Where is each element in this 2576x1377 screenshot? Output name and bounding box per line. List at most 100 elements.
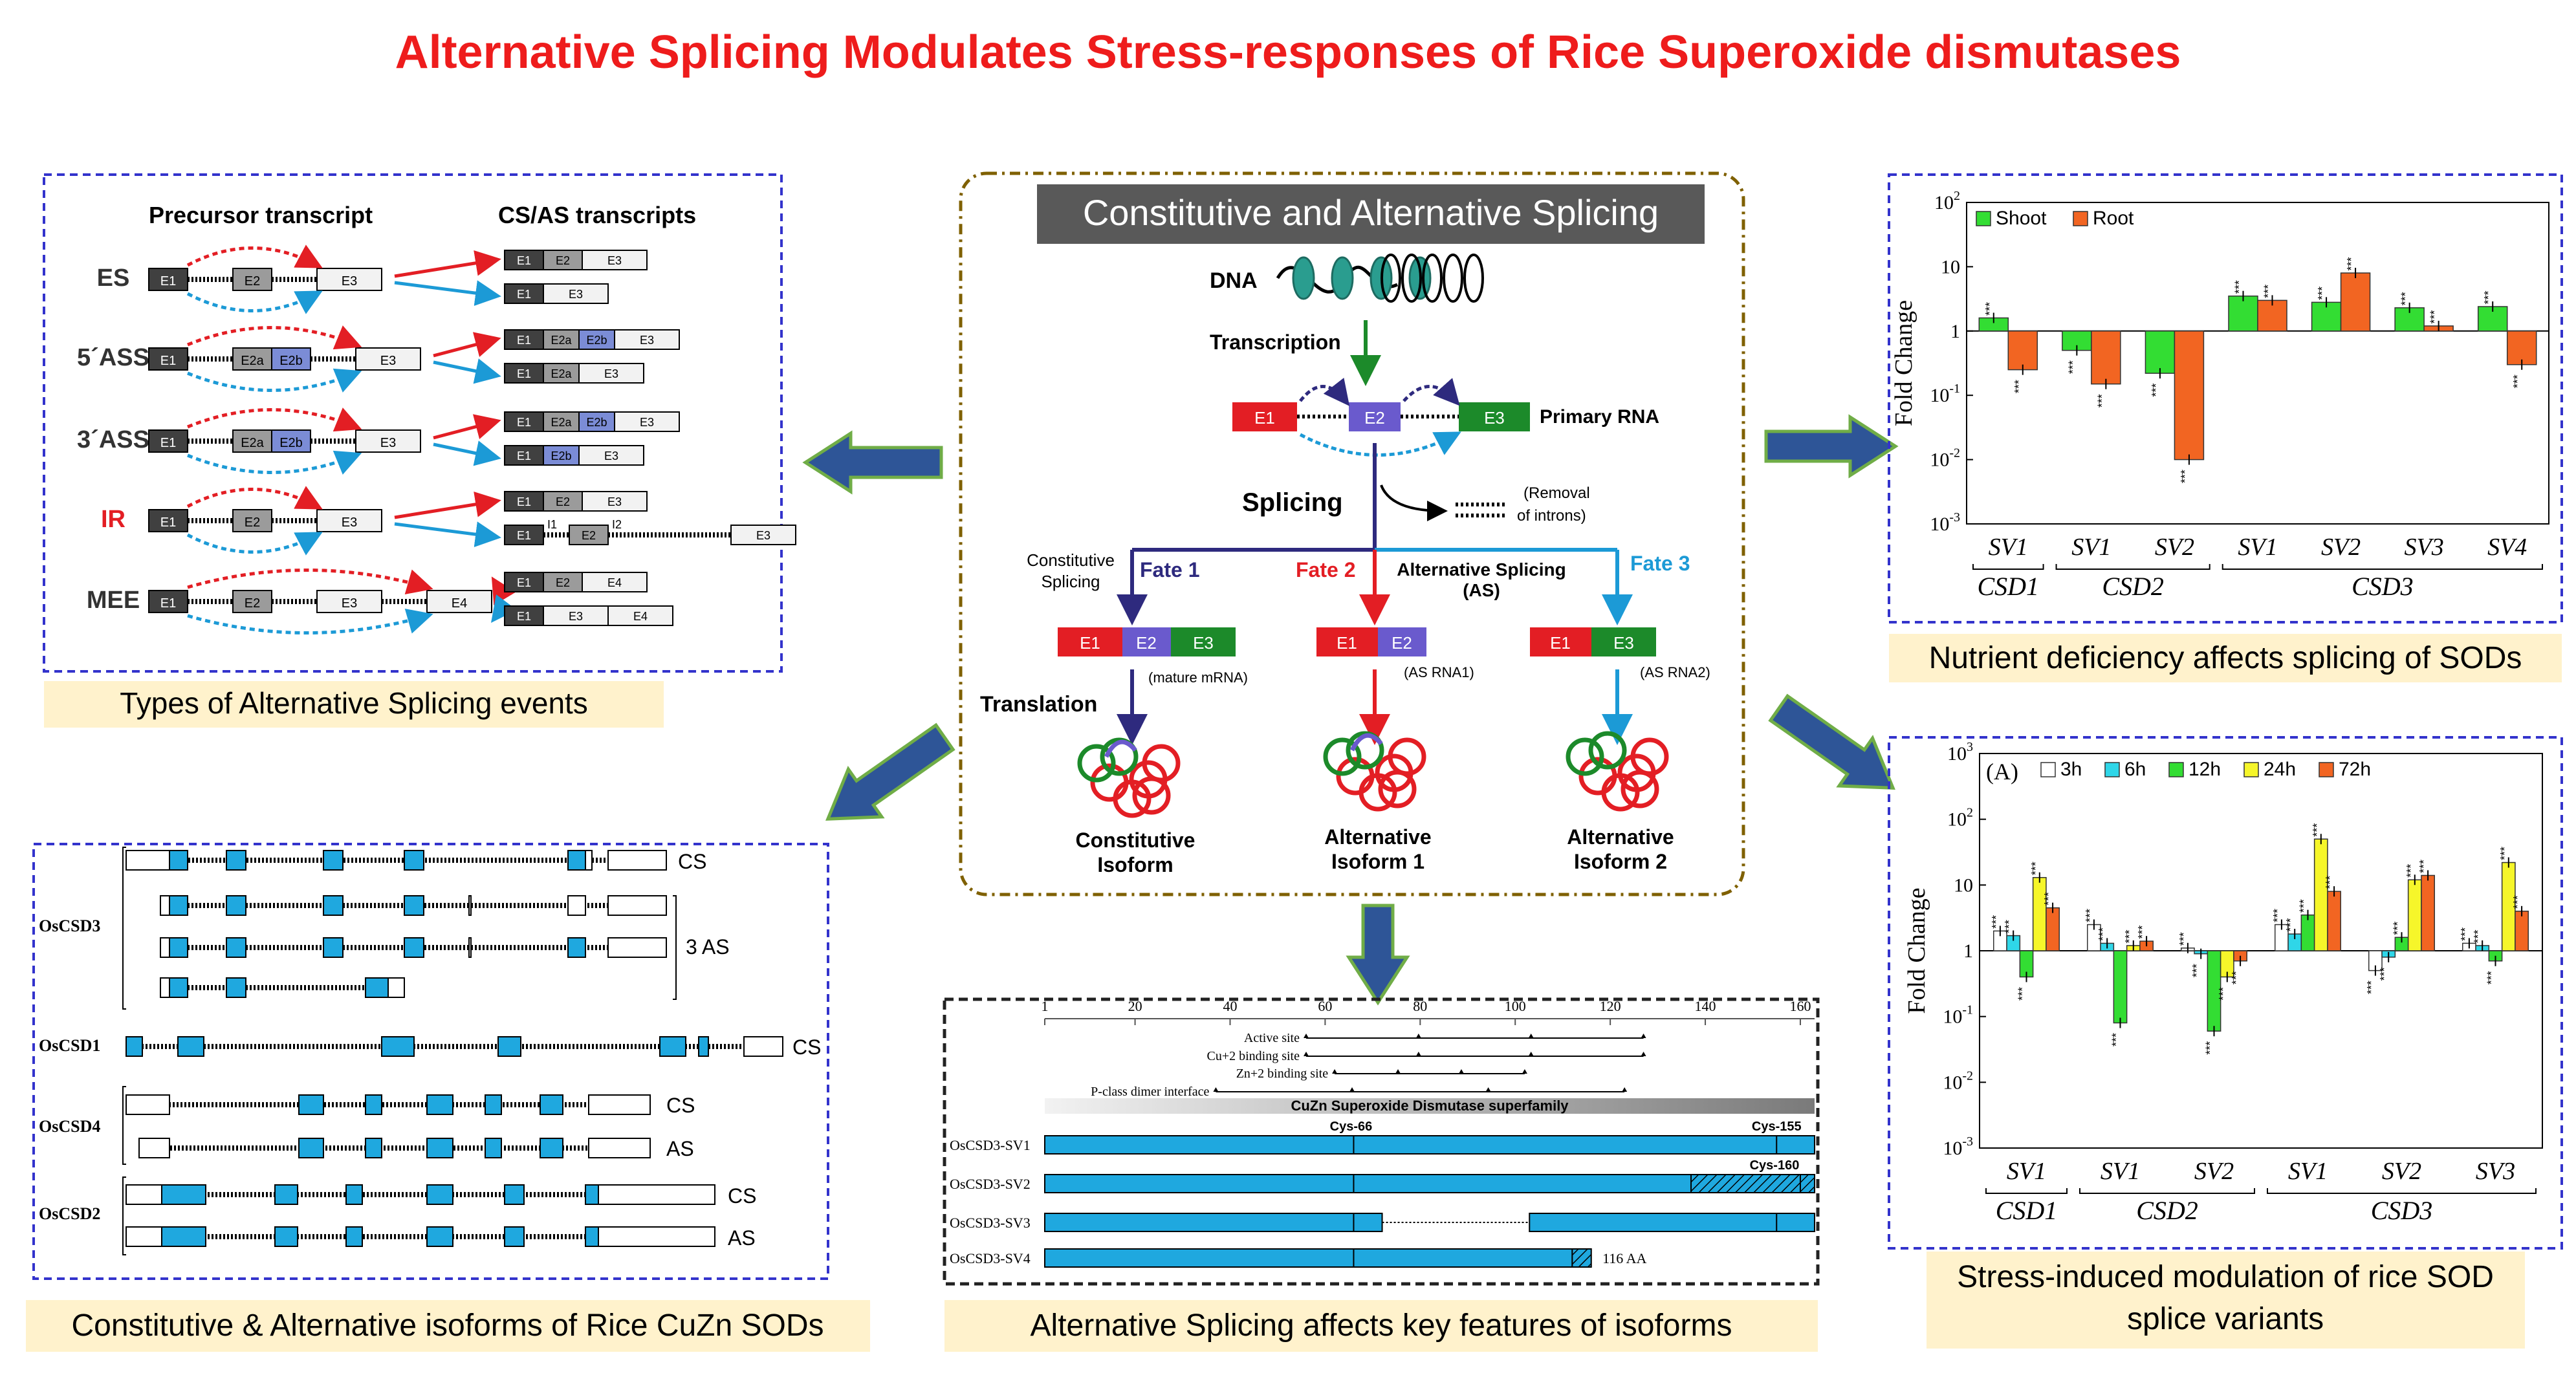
exon-label: E2	[245, 274, 260, 288]
cs-label: CS	[666, 1094, 695, 1117]
exon-label: E2	[556, 495, 570, 508]
helix-coil	[1292, 256, 1315, 300]
significance-mark: ***	[2230, 971, 2243, 984]
center-panel: Constitutive and Alternative Splicing DN…	[959, 171, 1745, 896]
x-tick-label: SV1	[2007, 1158, 2046, 1185]
y-tick-label: 10-1	[1943, 1003, 1973, 1028]
feature-label: P-class dimer interface	[1091, 1085, 1209, 1099]
output-arrow	[433, 414, 501, 440]
significance-mark: ***	[2324, 876, 2337, 889]
exon-box	[316, 509, 382, 532]
exon-label: E3	[607, 495, 622, 508]
significance-mark: ***	[2498, 847, 2511, 860]
cs-label: CS	[728, 1184, 756, 1208]
center-header-box	[1037, 184, 1705, 244]
feature-label: Zn+2 binding site	[1236, 1067, 1329, 1081]
exon-label: E3	[380, 436, 396, 450]
x-tick-label: SV2	[2194, 1158, 2234, 1185]
as-types-caption-box	[44, 681, 664, 728]
gene-name: OsCSD3	[39, 916, 100, 935]
significance-mark: ***	[2179, 470, 2192, 483]
exon-label: E3	[342, 596, 357, 611]
protein-loop	[1349, 733, 1383, 752]
exon-box	[345, 1184, 363, 1205]
exon-box	[543, 491, 583, 512]
exon-box	[381, 1036, 415, 1057]
exon-box	[743, 1036, 783, 1057]
exon-label: E2	[245, 515, 260, 530]
feature-mark	[1528, 1052, 1534, 1056]
exp: 2	[1954, 189, 1960, 203]
arrows	[802, 414, 1899, 1006]
bar	[2113, 950, 2128, 1024]
feature-mark	[1415, 1052, 1421, 1056]
significance-mark: ***	[2298, 899, 2311, 913]
bar	[2145, 331, 2176, 374]
y-tick-label: 103	[1947, 740, 1973, 764]
significance-mark: ***	[2345, 257, 2358, 271]
mature-mrna: E1 E2 E3	[1058, 627, 1236, 656]
bar	[2174, 331, 2205, 461]
as-type-label: IR	[101, 506, 126, 533]
feature-mark	[1641, 1052, 1646, 1056]
splicing-label: Splicing	[1242, 488, 1343, 517]
significance-mark: ***	[2316, 287, 2329, 300]
significance-mark: ***	[2013, 380, 2025, 393]
exon-label: E1	[517, 495, 531, 508]
exon-box	[126, 1036, 143, 1057]
exon-box	[226, 977, 246, 998]
gene-name: OsCSD2	[39, 1204, 100, 1223]
chart2-caption-box	[1927, 1252, 2525, 1349]
as-label: 3 AS	[686, 935, 730, 959]
exon-label: E1	[517, 288, 531, 301]
helix-coil	[1331, 256, 1354, 300]
legend-label: Root	[2093, 208, 2134, 229]
exon-box	[426, 1184, 453, 1205]
significance-mark: ***	[2399, 292, 2412, 305]
exon-label: E3	[640, 334, 654, 347]
exon-label: E2	[556, 254, 570, 267]
exon-box	[698, 1036, 709, 1057]
splice-arc	[186, 532, 323, 556]
features-caption-box	[944, 1300, 1818, 1352]
significance-mark: ***	[2016, 987, 2029, 1001]
exon-box	[169, 937, 188, 958]
as-type-label: MEE	[87, 587, 140, 614]
variant-bar	[1044, 1135, 1815, 1155]
significance-mark: ***	[1983, 302, 1996, 316]
exon-box	[504, 445, 544, 466]
group-label: CSD1	[1977, 572, 2039, 601]
svg-text:E2: E2	[1136, 633, 1157, 653]
exon-box	[232, 590, 272, 613]
significance-mark: ***	[2511, 895, 2524, 909]
exon-label: E3	[640, 416, 654, 429]
fate2-label: Fate 2	[1296, 558, 1355, 581]
feature-mark	[1622, 1087, 1628, 1092]
svg-text:E1: E1	[1080, 633, 1100, 653]
exon-box	[126, 1184, 162, 1205]
group-label: CSD2	[2102, 572, 2164, 601]
exon-label: E3	[607, 254, 622, 267]
helix-coil	[1401, 254, 1422, 303]
exp: 3	[1967, 740, 1973, 754]
variant-bar	[1044, 1213, 1383, 1232]
variant-label: OsCSD3-SV3	[950, 1215, 1031, 1231]
significance-mark: ***	[2190, 964, 2203, 977]
feature-mark	[1332, 1069, 1338, 1074]
exon-label: E1	[517, 367, 531, 380]
splice-arc	[187, 407, 362, 432]
exon-box	[585, 850, 593, 871]
svg-text:E1: E1	[1337, 633, 1357, 653]
exon-box	[567, 850, 586, 871]
y-tick-label: 10	[1954, 874, 1973, 896]
header-precursor: Precursor transcript	[149, 202, 373, 228]
exon-box	[387, 977, 405, 998]
output-arrow	[433, 440, 501, 466]
helix-coil	[1443, 254, 1463, 303]
splice-arc	[187, 368, 362, 393]
exon-label: E2b	[586, 416, 607, 429]
arrow-down-icon	[1346, 904, 1410, 1006]
